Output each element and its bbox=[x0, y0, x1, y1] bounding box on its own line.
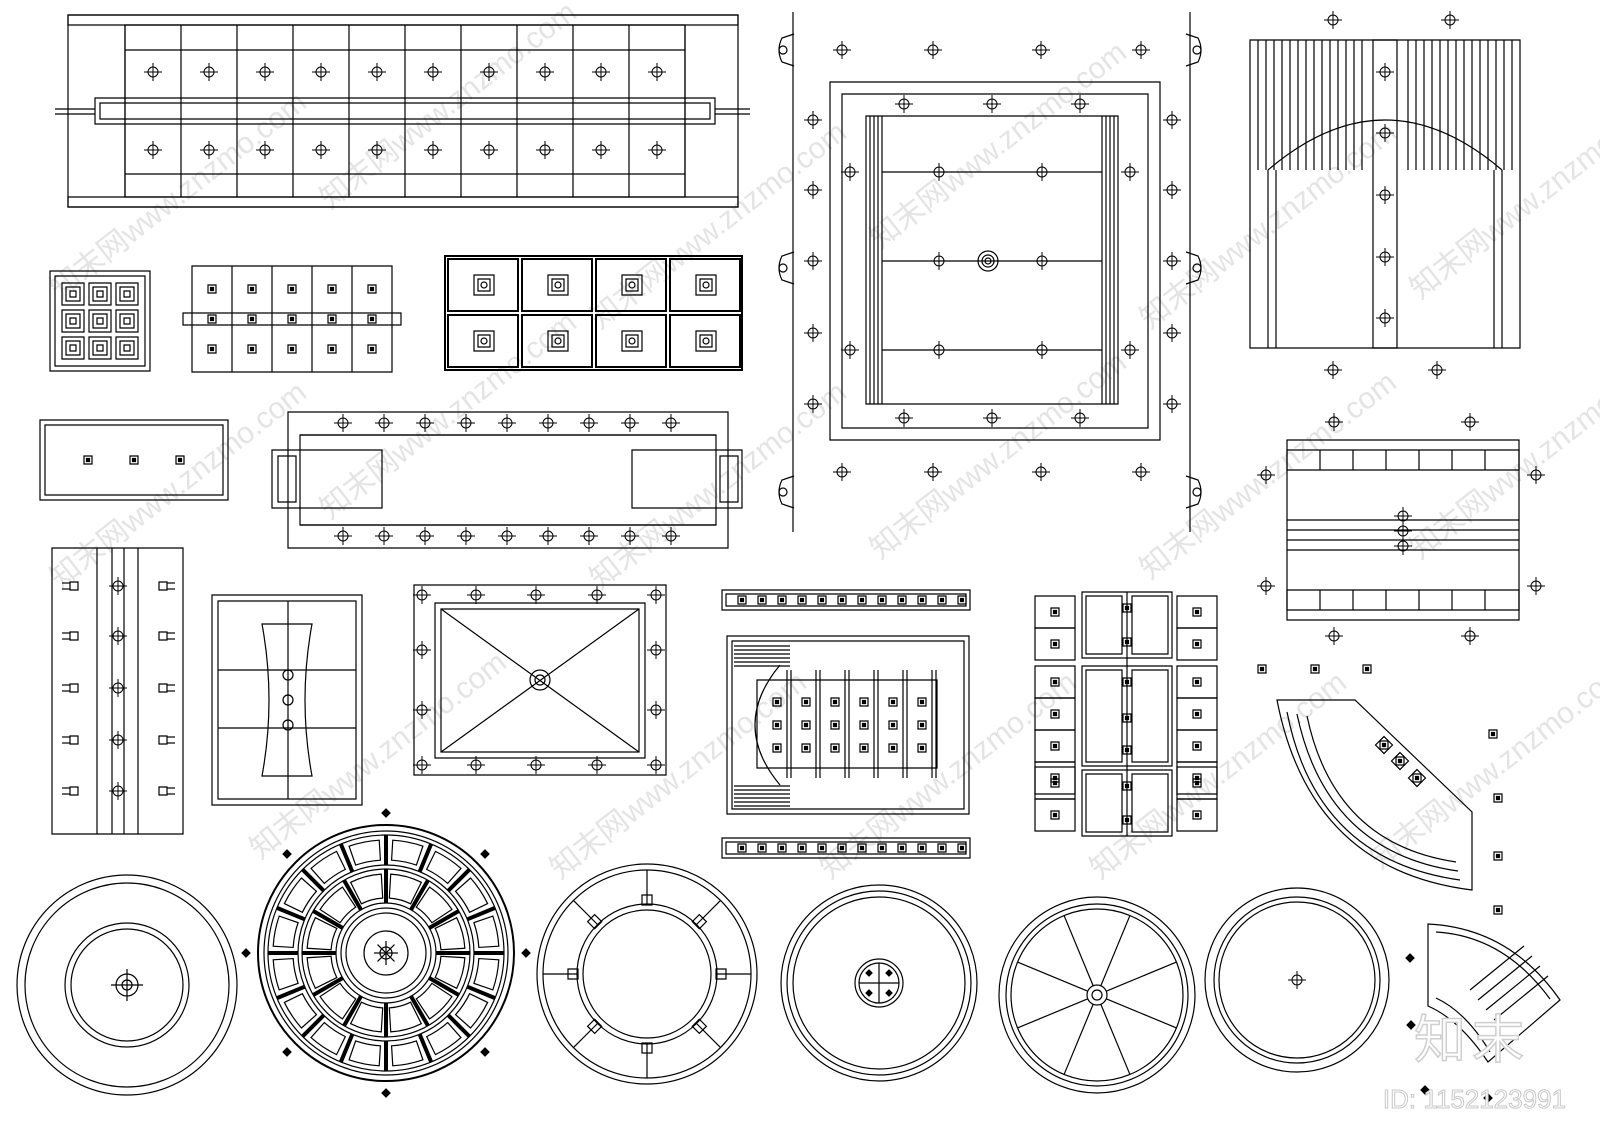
vertical-strip-ceiling-plan bbox=[52, 548, 183, 834]
svg-text:知末网www.znzmo.com: 知末网www.znzmo.com bbox=[1084, 666, 1353, 886]
barrel-ceiling-plan bbox=[212, 595, 362, 805]
brand-watermark: 知末 bbox=[1413, 1010, 1530, 1072]
long-slot-ceiling-plan bbox=[272, 412, 742, 548]
long-coffered-ceiling-plan bbox=[55, 15, 750, 207]
image-id-label: ID: 1152123991 bbox=[1382, 1084, 1566, 1115]
concentric-circle-ceiling-plan bbox=[17, 875, 237, 1095]
two-row-grid-ceiling-plan bbox=[183, 266, 401, 372]
large-square-ceiling-plan bbox=[779, 12, 1201, 532]
curved-grid-ceiling-plan bbox=[722, 590, 970, 858]
striped-ceiling-plan bbox=[1256, 412, 1546, 646]
fan-ceiling-plan bbox=[1257, 664, 1503, 915]
nine-square-ceiling-plan bbox=[50, 271, 150, 371]
small-rect-ceiling-plan bbox=[40, 420, 228, 500]
spoke-ring-ceiling-plan bbox=[537, 864, 757, 1084]
double-circle-ceiling-plan bbox=[1205, 888, 1389, 1072]
cell-grid-ceiling-plan bbox=[1035, 592, 1217, 836]
arched-ceiling-plan bbox=[1250, 10, 1520, 380]
svg-text:知末网www.znzmo.com: 知末网www.znzmo.com bbox=[1404, 346, 1600, 566]
svg-text:知末网www.znzmo.com: 知末网www.znzmo.com bbox=[864, 346, 1133, 566]
svg-text:知末网www.znzmo.com: 知末网www.znzmo.com bbox=[864, 36, 1133, 256]
eight-square-coffer-plan bbox=[445, 256, 742, 370]
cross-medallion-ceiling-plan bbox=[781, 885, 977, 1081]
diagonal-ceiling-plan bbox=[412, 585, 666, 775]
segmented-ring-ceiling-plan bbox=[242, 809, 530, 1097]
svg-text:知末网www.znzmo.com: 知末网www.znzmo.com bbox=[1134, 366, 1403, 586]
svg-text:知末网www.znzmo.com: 知末网www.znzmo.com bbox=[314, 0, 583, 216]
svg-text:知末网www.znzmo.com: 知末网www.znzmo.com bbox=[584, 116, 853, 336]
radial-spoke-ceiling-plan bbox=[999, 897, 1195, 1093]
small-fan-ceiling-plan bbox=[1406, 924, 1560, 1102]
